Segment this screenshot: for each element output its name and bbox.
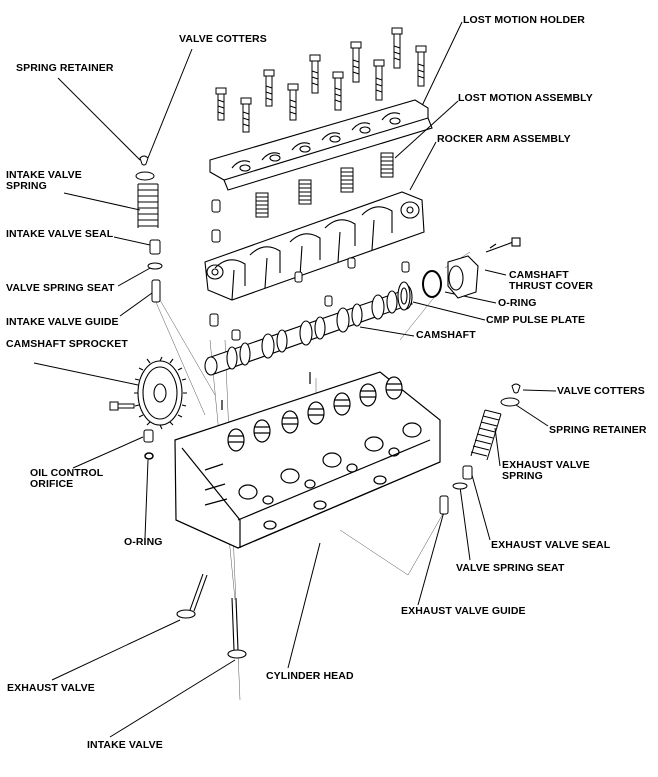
label-valve-spring-seat-right: VALVE SPRING SEAT: [456, 562, 565, 574]
label-exhaust-valve-seal: EXHAUST VALVE SEAL: [491, 539, 611, 551]
label-camshaft-sprocket: CAMSHAFT SPROCKET: [6, 338, 128, 350]
label-oil-control-orifice-line2: ORIFICE: [30, 478, 74, 490]
camshaft-thrust-cover-part: [447, 237, 521, 299]
leader-lines: [33, 21, 557, 738]
intake-valve-part: [227, 597, 247, 659]
label-o-ring-right: O-RING: [498, 297, 537, 309]
label-rocker-arm-assembly: ROCKER ARM ASSEMBLY: [437, 133, 571, 145]
intake-valve-guide-part: [151, 279, 161, 303]
o-ring-part-left: [144, 452, 154, 460]
exhaust-valve-guide-part: [439, 495, 449, 515]
rocker-arm-assembly-part: [204, 191, 425, 301]
exhaust-valve-spring-part: [470, 409, 502, 461]
dowel-pins: [209, 199, 410, 341]
label-intake-valve-guide: INTAKE VALVE GUIDE: [6, 316, 119, 328]
sprocket-bolt-part: [109, 401, 135, 411]
label-lost-motion-assembly: LOST MOTION ASSEMBLY: [458, 92, 593, 104]
spring-retainer-part-left: [135, 171, 155, 181]
label-cmp-pulse-plate: CMP PULSE PLATE: [486, 314, 586, 326]
label-camshaft: CAMSHAFT: [416, 329, 476, 341]
lost-motion-holder-part: [209, 99, 433, 191]
label-intake-valve: INTAKE VALVE: [87, 739, 163, 751]
o-ring-part-right: [422, 270, 442, 298]
exhaust-valve-seal-part: [462, 465, 473, 480]
intake-valve-cotters-part: [139, 155, 149, 166]
exhaust-valve-part: [176, 573, 208, 619]
label-o-ring-left: O-RING: [124, 536, 163, 548]
label-exhaust-valve-spring-line1: EXHAUST VALVE: [502, 459, 590, 471]
label-spring-retainer-right: SPRING RETAINER: [549, 424, 647, 436]
label-oil-control-orifice-line1: OIL CONTROL: [30, 467, 104, 479]
valve-spring-seat-part-left: [147, 262, 163, 270]
label-exhaust-valve-spring: EXHAUST VALVE SPRING: [502, 460, 590, 482]
label-intake-valve-spring-line1: INTAKE VALVE: [6, 169, 82, 181]
label-intake-valve-spring-line2: SPRING: [6, 180, 47, 192]
label-oil-control-orifice: OIL CONTROL ORIFICE: [30, 468, 103, 490]
label-valve-cotters-right: VALVE COTTERS: [557, 385, 645, 397]
label-cylinder-head: CYLINDER HEAD: [266, 670, 354, 682]
oil-control-orifice-part: [143, 429, 154, 443]
label-intake-valve-seal: INTAKE VALVE SEAL: [6, 228, 114, 240]
label-intake-valve-spring: INTAKE VALVE SPRING: [6, 170, 82, 192]
label-spring-retainer-top: SPRING RETAINER: [16, 62, 114, 74]
label-lost-motion-holder: LOST MOTION HOLDER: [463, 14, 585, 26]
spring-retainer-part-right: [500, 397, 520, 407]
cylinder-head-part: [174, 371, 441, 549]
label-exhaust-valve: EXHAUST VALVE: [7, 682, 95, 694]
lost-motion-springs: [255, 152, 394, 218]
camshaft-sprocket-part: [134, 356, 187, 430]
exhaust-valve-cotters-part: [511, 383, 521, 394]
holder-bolts: [215, 27, 427, 133]
label-camshaft-thrust-cover-line2: THRUST COVER: [509, 280, 594, 292]
label-camshaft-thrust-cover: CAMSHAFT THRUST COVER: [509, 270, 593, 292]
label-camshaft-thrust-cover-line1: CAMSHAFT: [509, 269, 569, 281]
label-exhaust-valve-guide: EXHAUST VALVE GUIDE: [401, 605, 526, 617]
label-valve-cotters-top: VALVE COTTERS: [179, 33, 267, 45]
label-exhaust-valve-spring-line2: SPRING: [502, 470, 543, 482]
label-valve-spring-seat-left: VALVE SPRING SEAT: [6, 282, 115, 294]
valve-spring-seat-part-right: [452, 482, 468, 490]
cmp-pulse-plate-part: [397, 281, 411, 311]
intake-valve-spring-part: [137, 183, 159, 228]
intake-valve-seal-part: [149, 239, 161, 255]
